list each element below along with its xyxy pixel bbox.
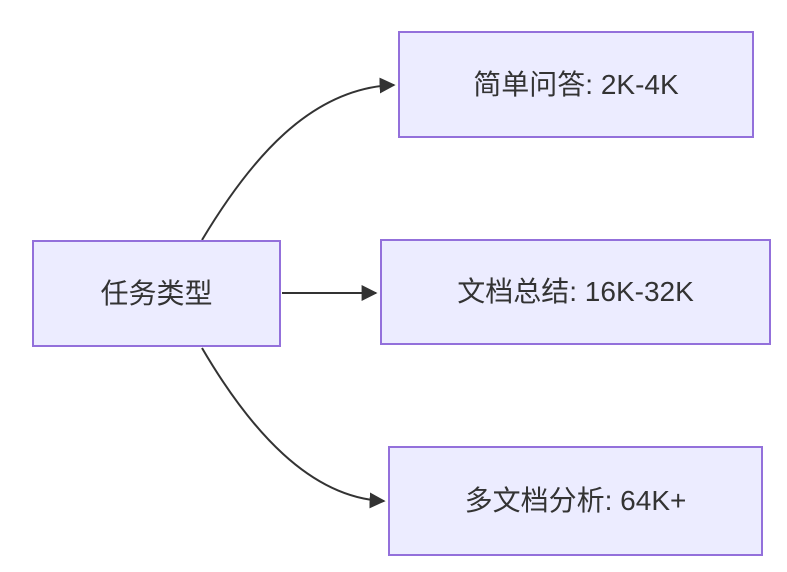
node-simple-qa-label: 简单问答: 2K-4K bbox=[473, 68, 679, 100]
node-simple-qa: 简单问答: 2K-4K bbox=[398, 31, 754, 138]
node-task-type-label: 任务类型 bbox=[100, 277, 213, 309]
node-doc-summary: 文档总结: 16K-32K bbox=[380, 239, 771, 345]
node-task-type: 任务类型 bbox=[32, 240, 281, 347]
node-doc-summary-label: 文档总结: 16K-32K bbox=[457, 276, 694, 308]
edge-root-to-multi-doc bbox=[201, 347, 386, 509]
node-multi-doc-label: 多文档分析: 64K+ bbox=[464, 485, 687, 517]
edge-root-to-simple-qa bbox=[201, 77, 396, 241]
node-multi-doc: 多文档分析: 64K+ bbox=[388, 446, 763, 556]
